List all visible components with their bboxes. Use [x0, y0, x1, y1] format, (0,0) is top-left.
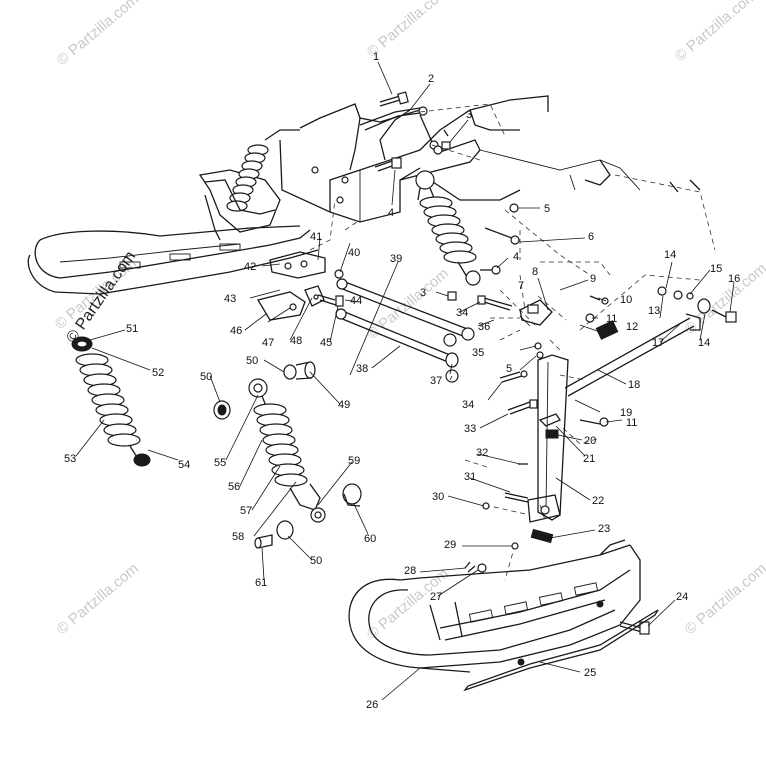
left-spare-shock [71, 336, 151, 467]
callout-1: 1 [373, 51, 379, 63]
callout-48: 48 [290, 335, 302, 347]
callout-15: 15 [710, 263, 722, 275]
callout-18: 18 [628, 379, 640, 391]
mount-brackets [256, 251, 344, 321]
callout-4: 4 [513, 251, 519, 263]
callout-27: 27 [430, 591, 442, 603]
callout-59: 59 [348, 455, 360, 467]
callout-55: 55 [214, 457, 226, 469]
watermark: © Partzilla.com [682, 260, 766, 338]
callout-21: 21 [583, 453, 595, 465]
callout-42: 42 [244, 261, 256, 273]
callout-31: 31 [464, 471, 476, 483]
callout-32: 32 [476, 447, 488, 459]
callout-23: 23 [598, 523, 610, 535]
callout-2: 2 [428, 73, 434, 85]
callout-36: 36 [478, 321, 490, 333]
callout-26: 26 [366, 699, 378, 711]
callout-20: 20 [584, 435, 596, 447]
callout-50: 50 [246, 355, 258, 367]
callout-7: 7 [518, 280, 524, 292]
radius-rods [335, 278, 475, 383]
watermark: © Partzilla.com [364, 265, 452, 343]
callout-45: 45 [320, 337, 332, 349]
tie-rod [564, 286, 737, 397]
callout-6: 6 [588, 231, 594, 243]
watermark-layer: © Partzilla.com © Partzilla.com © Partzi… [52, 0, 766, 643]
callout-28: 28 [404, 565, 416, 577]
spindle-assembly [519, 299, 569, 544]
front-ski [348, 539, 659, 692]
callout-14: 14 [698, 337, 710, 349]
callout-47: 47 [262, 337, 274, 349]
callout-17: 17 [652, 337, 664, 349]
callout-30: 30 [432, 491, 444, 503]
leader-lines [75, 61, 735, 701]
callout-41: 41 [310, 231, 322, 243]
callout-16: 16 [728, 273, 740, 285]
chassis-bulkhead [279, 95, 701, 223]
bushings-group [213, 361, 362, 549]
callout-3: 3 [420, 287, 426, 299]
callout-29: 29 [444, 539, 456, 551]
watermark: © Partzilla.com [54, 560, 142, 638]
callout-11: 11 [626, 417, 637, 429]
callout-33: 33 [464, 423, 476, 435]
callout-25: 25 [584, 667, 596, 679]
callout-37: 37 [430, 375, 442, 387]
callout-56: 56 [228, 481, 240, 493]
callout-labels: 1 2 3 4 5 6 4 3 7 8 9 10 11 12 13 14 15 … [64, 51, 740, 711]
watermark: © Partzilla.com [54, 0, 142, 69]
callout-52: 52 [152, 367, 164, 379]
callout-43: 43 [224, 293, 236, 305]
watermark: © Partzilla.com [672, 0, 760, 65]
callout-58: 58 [232, 531, 244, 543]
left-upper-ski-assembly [27, 129, 319, 295]
callout-38: 38 [356, 363, 368, 375]
callout-49: 49 [338, 399, 350, 411]
callout-57: 57 [240, 505, 252, 517]
callout-44: 44 [350, 295, 362, 307]
watermark: © Partzilla.com [682, 560, 766, 638]
callout-40: 40 [348, 247, 360, 259]
callout-60: 60 [364, 533, 376, 545]
callout-39: 39 [390, 253, 402, 265]
callout-12: 12 [626, 321, 638, 333]
callout-19: 19 [620, 407, 632, 419]
callout-50: 50 [200, 371, 212, 383]
callout-8: 8 [532, 266, 538, 278]
callout-13: 13 [648, 305, 660, 317]
callout-51: 51 [126, 323, 138, 335]
callout-50: 50 [310, 555, 322, 567]
callout-11: 11 [606, 313, 617, 325]
front-shock-absorber [248, 378, 326, 523]
callout-34: 34 [462, 399, 474, 411]
callout-35: 35 [472, 347, 484, 359]
callout-53: 53 [64, 453, 76, 465]
callout-4: 4 [388, 207, 394, 219]
fasteners [447, 203, 650, 635]
callout-9: 9 [590, 273, 596, 285]
callout-24: 24 [676, 591, 688, 603]
callout-61: 61 [255, 577, 267, 589]
callout-5: 5 [506, 363, 512, 375]
upper-shock-assembly [415, 170, 501, 286]
callout-3: 3 [466, 109, 472, 121]
callout-34: 34 [456, 307, 468, 319]
callout-46: 46 [230, 325, 242, 337]
callout-14: 14 [664, 249, 676, 261]
callout-10: 10 [620, 294, 632, 306]
top-bolts [359, 91, 451, 172]
callout-54: 54 [178, 459, 190, 471]
callout-22: 22 [592, 495, 604, 507]
callout-5: 5 [544, 203, 550, 215]
